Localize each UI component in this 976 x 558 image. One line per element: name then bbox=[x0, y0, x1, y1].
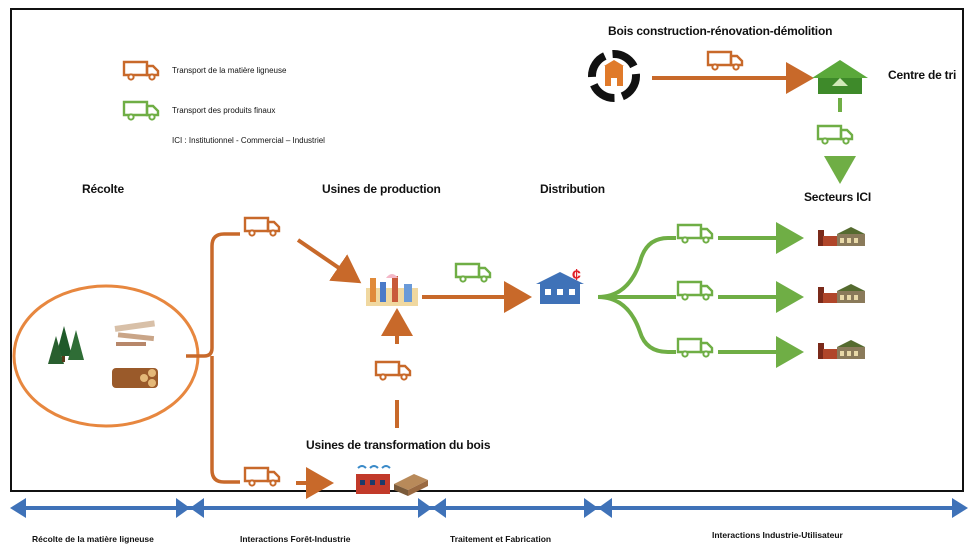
truck-to-production-icon bbox=[243, 216, 281, 237]
arrow-to-production bbox=[296, 238, 362, 284]
stage-sorting-title: Centre de tri bbox=[888, 68, 957, 82]
phase-label-2: Interactions Forêt-Industrie bbox=[240, 534, 351, 544]
lumber-icon bbox=[394, 474, 428, 496]
ici-building-3-icon bbox=[818, 340, 865, 359]
phase-timeline bbox=[10, 498, 968, 518]
truck-to-sorting-icon bbox=[706, 50, 744, 71]
ici-building-2-icon bbox=[818, 284, 865, 303]
stage-harvest-title: Récolte bbox=[82, 182, 124, 196]
stage-ici-title: Secteurs ICI bbox=[804, 190, 871, 204]
stage-crd-title: Bois construction-rénovation-démolition bbox=[608, 24, 833, 38]
legend-final-truck-icon bbox=[122, 100, 160, 121]
stage-transformation-title: Usines de transformation du bois bbox=[306, 438, 491, 452]
stage-production-title: Usines de production bbox=[322, 182, 441, 196]
truck-to-ici-sector-icon bbox=[816, 124, 854, 145]
factory-icon bbox=[366, 274, 418, 306]
truck-to-ici-2-icon bbox=[676, 280, 718, 304]
sorting-center-icon bbox=[812, 60, 868, 94]
truck-to-ici-1-icon bbox=[676, 223, 718, 247]
recycle-building-icon bbox=[588, 50, 640, 102]
truck-to-ici-3-icon bbox=[676, 337, 718, 361]
phase-label-3: Traitement et Fabrication bbox=[450, 534, 552, 544]
phase-label-1: Récolte de la matière ligneuse bbox=[32, 534, 154, 544]
stage-distribution-title: Distribution bbox=[540, 182, 605, 196]
pine-trees-icon bbox=[48, 326, 84, 364]
log-pile-icon bbox=[112, 368, 158, 388]
phase-label-4: Interactions Industrie-Utilisateur bbox=[712, 530, 843, 540]
store-icon: ¢ bbox=[536, 267, 584, 304]
legend-ici-definition: ICI : Institutionnel - Commercial – Indu… bbox=[172, 136, 325, 145]
harvest-branch bbox=[186, 232, 240, 484]
legend-raw-truck-icon bbox=[122, 60, 160, 81]
harvest-circle bbox=[12, 284, 200, 428]
legend-final-label: Transport des produits finaux bbox=[172, 106, 276, 115]
svg-text:¢: ¢ bbox=[572, 267, 581, 284]
ici-building-1-icon bbox=[818, 227, 865, 246]
diagram-frame bbox=[10, 8, 964, 492]
truck-upward-icon bbox=[374, 360, 412, 381]
truck-to-distribution-icon bbox=[454, 262, 492, 283]
wood-boards-icon bbox=[114, 320, 156, 346]
legend-raw-label: Transport de la matière ligneuse bbox=[172, 66, 287, 75]
truck-to-transformation-icon bbox=[243, 466, 281, 487]
transformation-factory-icon bbox=[356, 465, 391, 494]
